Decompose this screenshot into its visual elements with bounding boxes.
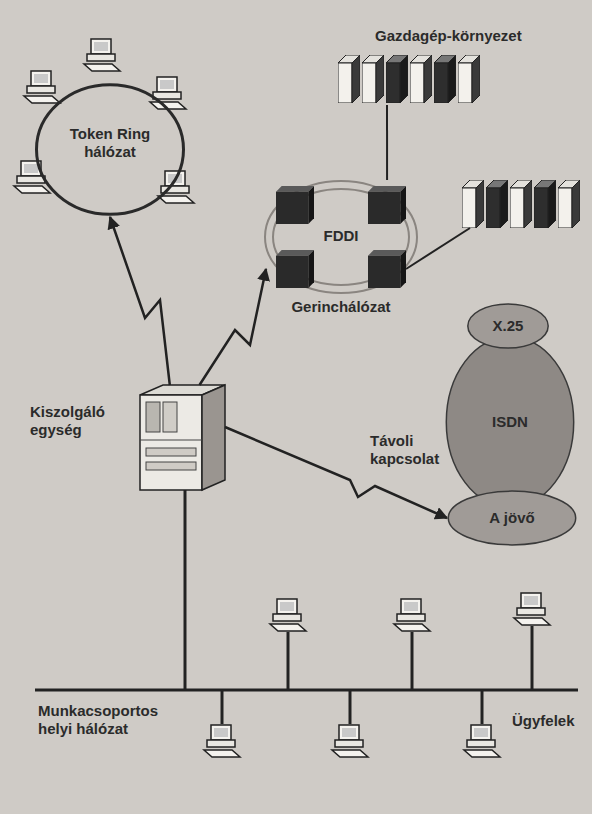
free-label: Munkacsoportos helyi hálózat [38,702,188,738]
node-label: X.25 [493,317,524,335]
mainframe-node: Gazdagép-környezet [338,55,482,105]
fddi-backbone: FDDIGerinchálózat [266,180,416,292]
workstation-icon [332,725,368,757]
network-ellipse: ISDN [445,333,575,511]
server-node: Kiszolgáló egység [140,385,225,490]
node-label: A jövő [489,509,534,527]
server-cube [140,385,225,490]
workstation-icon [464,725,500,757]
network-ellipse: X.25 [467,303,549,349]
node-label: FDDI [324,227,359,245]
node-label: Kiszolgáló egység [30,403,130,439]
node-label: ISDN [492,413,528,431]
workstation-icon [204,725,240,757]
fddi-ring [265,181,417,293]
token-ring: Token Ring hálózat [35,82,185,217]
client-workstations [204,593,550,757]
workstation-icon [24,71,60,103]
mainframe-group [462,180,580,228]
workstation-icon [84,39,120,71]
connector [386,105,388,180]
workstation-icon [150,77,186,109]
network-ellipse: A jövő [447,490,577,546]
workstation-icon [514,593,550,625]
workstation-icon [270,599,306,631]
node-label: Token Ring hálózat [64,125,156,161]
node-sublabel: Gerinchálózat [246,298,436,316]
workstation-icon [394,599,430,631]
node-label: Gazdagép-környezet [375,27,522,45]
mainframe-group [338,55,480,103]
connector [200,269,267,385]
free-label: Ügyfelek [512,712,587,730]
token-ring-workstations [14,39,194,203]
lan-bus [35,490,578,724]
connector [110,217,170,385]
